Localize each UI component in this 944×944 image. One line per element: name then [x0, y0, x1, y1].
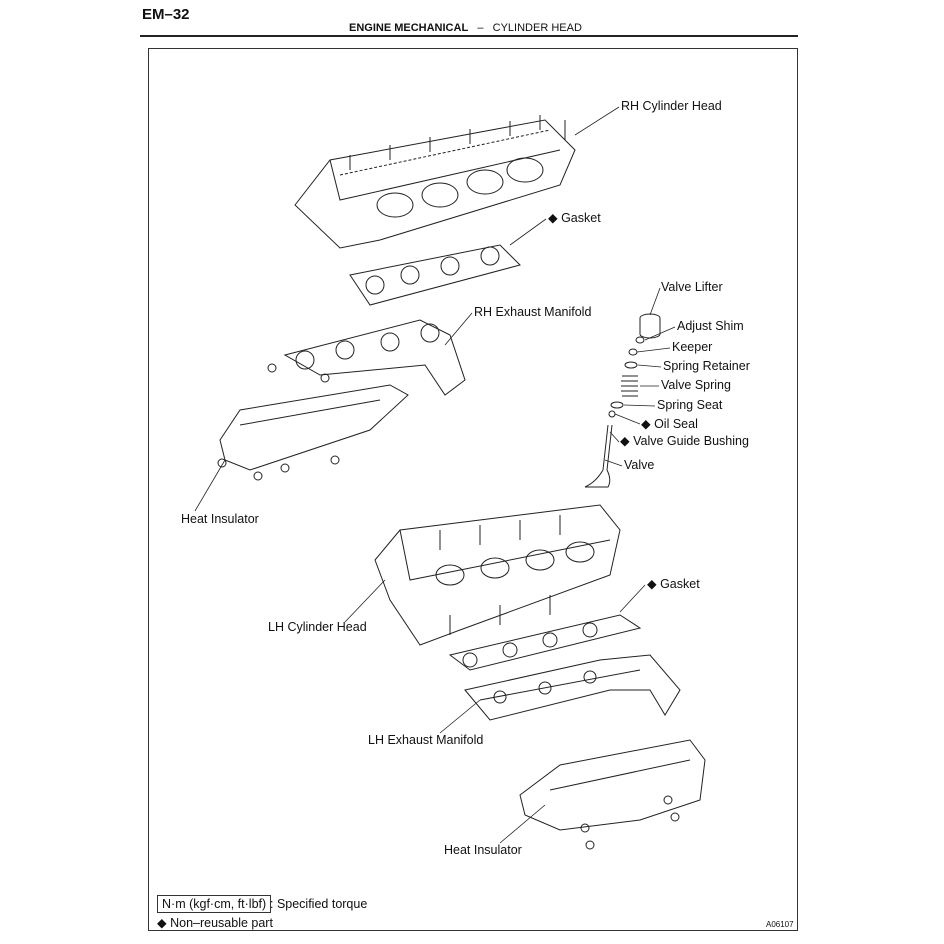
label-adjust-shim: Adjust Shim: [677, 319, 744, 333]
lh-gasket-drawing: [448, 614, 642, 671]
diagram-frame: [148, 48, 798, 931]
rh-heat-insulator-drawing: [217, 384, 409, 481]
lh-heat-insulator-drawing: [519, 739, 706, 850]
label-lh-gasket: ◆ Gasket: [647, 577, 700, 591]
label-rh-exhaust-manifold: RH Exhaust Manifold: [474, 305, 592, 319]
label-valve-guide-bushing: ◆ Valve Guide Bushing: [620, 434, 749, 448]
label-oil-seal: ◆ Oil Seal: [641, 417, 698, 431]
label-spring-retainer: Spring Retainer: [663, 359, 750, 373]
page-number: EM–32: [142, 6, 190, 23]
non-reusable-legend: ◆ Non–reusable part: [157, 916, 273, 930]
rh-gasket-drawing: [349, 244, 521, 306]
section-title: ENGINE MECHANICAL: [349, 22, 469, 34]
label-valve: Valve: [624, 458, 655, 472]
label-lh-heat-insulator: Heat Insulator: [444, 843, 522, 857]
label-valve-lifter: Valve Lifter: [661, 280, 723, 294]
lh-exhaust-manifold-drawing: [464, 654, 681, 721]
rh-cylinder-head-drawing: [294, 115, 576, 249]
torque-legend-box: N·m (kgf·cm, ft·lbf): [157, 895, 272, 913]
label-spring-seat: Spring Seat: [657, 398, 723, 412]
label-keeper: Keeper: [672, 340, 713, 354]
lh-cylinder-head-drawing: [374, 504, 621, 646]
rh-exhaust-manifold-drawing: [267, 319, 466, 396]
valve-assembly-drawing: [584, 313, 661, 488]
label-valve-spring: Valve Spring: [661, 378, 731, 392]
leader-lines: [194, 106, 676, 844]
label-rh-gasket: ◆ Gasket: [548, 211, 601, 225]
torque-legend-text: : Specified torque: [270, 897, 368, 911]
page-header: ENGINE MECHANICAL – CYLINDER HEAD: [349, 22, 582, 34]
label-lh-cylinder-head: LH Cylinder Head: [268, 620, 367, 634]
label-rh-heat-insulator: Heat Insulator: [181, 512, 259, 526]
label-lh-exhaust-manifold: LH Exhaust Manifold: [368, 733, 484, 747]
figure-code: A06107: [766, 920, 794, 929]
header-separator: –: [477, 22, 484, 34]
label-rh-cylinder-head: RH Cylinder Head: [621, 99, 722, 113]
subsection-title: CYLINDER HEAD: [492, 22, 582, 34]
header-rule: [140, 35, 798, 37]
